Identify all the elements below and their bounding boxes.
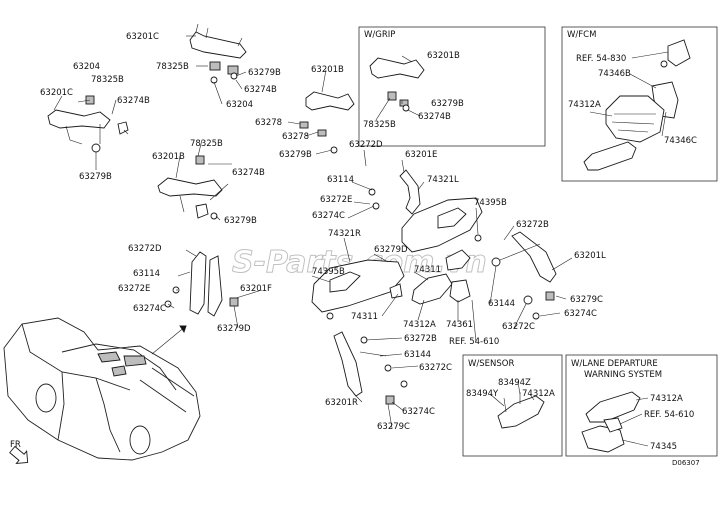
center-left-grip-assembly — [157, 155, 223, 220]
part-label: 63279B — [431, 99, 464, 109]
part-label: 74312A — [522, 389, 555, 399]
part-label: 63274B — [418, 112, 451, 122]
part-label: 63274B — [117, 96, 150, 106]
visor-rod-left — [368, 169, 421, 215]
part-label: 63278 — [282, 132, 309, 142]
part-label: 63272E — [320, 195, 352, 205]
part-label: 63279B — [248, 68, 281, 78]
part-label: 63274B — [232, 168, 265, 178]
part-label: 63279B — [224, 216, 257, 226]
part-label: 63272E — [118, 284, 150, 294]
part-label: 63201L — [574, 251, 606, 261]
fcm-box: W/FCM — [561, 26, 718, 182]
part-label: 63204 — [226, 100, 253, 110]
ldw-mirror — [581, 391, 641, 453]
part-label: 63144 — [404, 350, 431, 360]
orientation-label: FR — [10, 440, 21, 450]
part-label: 63201C — [40, 88, 73, 98]
ldw-box-title-line2: WARNING SYSTEM — [584, 370, 662, 380]
part-label: 63279D — [217, 324, 251, 334]
part-label: 63201B — [152, 152, 185, 162]
part-label: 63201R — [325, 398, 358, 408]
part-label: 63279D — [374, 245, 408, 255]
orientation-indicator: FR — [9, 440, 29, 464]
part-label: 78325B — [363, 120, 396, 130]
truck-illustration — [3, 317, 201, 461]
part-label: 63114 — [133, 269, 160, 279]
part-label: 63274C — [402, 407, 435, 417]
part-label: 63272D — [349, 140, 383, 150]
part-label: 63279C — [377, 422, 410, 432]
part-label: 74312A — [650, 394, 683, 404]
inner-mirror-center — [389, 249, 471, 305]
part-label: 63279B — [279, 150, 312, 160]
part-label: 63274C — [133, 304, 166, 314]
part-label: 74321L — [427, 175, 459, 185]
part-label: 63272C — [419, 363, 452, 373]
part-label: 63201C — [126, 32, 159, 42]
fcm-mirror-assembly — [583, 39, 691, 171]
sensor-box: W/SENSOR — [462, 354, 563, 457]
part-label: REF. 54-610 — [449, 337, 499, 347]
part-labels: 63201C 78325B 63279B 63274B 63204 63204 … — [40, 32, 697, 452]
part-label: 63279C — [570, 295, 603, 305]
part-label: 74346C — [664, 136, 697, 146]
part-label: 63279B — [79, 172, 112, 182]
part-label: 63272B — [404, 334, 437, 344]
part-label: REF. 54-830 — [576, 54, 626, 64]
part-label: 74395B — [312, 267, 345, 277]
part-label: 74312A — [568, 100, 601, 110]
sensor-box-title: W/SENSOR — [468, 359, 514, 369]
sun-visor-right — [311, 259, 405, 320]
part-label: 63144 — [488, 299, 515, 309]
part-label: 63278 — [255, 118, 282, 128]
ldw-box: W/LANE DEPARTURE WARNING SYSTEM — [565, 354, 718, 457]
part-label: REF. 54-610 — [644, 410, 694, 420]
upper-grip-assembly — [189, 23, 247, 84]
part-label: 63114 — [327, 175, 354, 185]
part-label: 78325B — [91, 75, 124, 85]
part-label: 83494Z — [498, 378, 531, 388]
part-label: 74321R — [328, 229, 361, 239]
mid-grip-assembly — [299, 91, 355, 154]
part-label: 74311 — [414, 265, 441, 275]
grip-box-title: W/GRIP — [364, 30, 395, 40]
part-label: 74346B — [598, 69, 631, 79]
truck-callout-arrow — [151, 325, 187, 355]
part-label: 74311 — [351, 312, 378, 322]
part-label: 63274C — [564, 309, 597, 319]
part-label: 74361 — [446, 320, 473, 330]
part-label: 63274C — [312, 211, 345, 221]
truck-arrow-head — [179, 325, 187, 334]
part-label: 83494Y — [466, 389, 499, 399]
part-label: 63274B — [244, 85, 277, 95]
part-label: 63272D — [128, 244, 162, 254]
ldw-box-title-line1: W/LANE DEPARTURE — [571, 359, 658, 369]
part-label: 63201E — [405, 150, 437, 160]
grip-box-parts — [369, 57, 425, 112]
part-label: 63201F — [240, 284, 272, 294]
pillar-trim-lower — [333, 331, 408, 405]
part-label: 63272B — [516, 220, 549, 230]
pillar-trim-right — [491, 231, 557, 320]
part-label: 63201B — [427, 51, 460, 61]
left-grip-assembly — [47, 95, 129, 153]
part-label: 74312A — [403, 320, 436, 330]
part-label: 78325B — [190, 139, 223, 149]
part-label: 74345 — [650, 442, 677, 452]
fcm-box-title: W/FCM — [567, 30, 596, 40]
part-label: 63204 — [73, 62, 100, 72]
part-label: 63201B — [311, 65, 344, 75]
sun-visor-left — [401, 197, 483, 253]
part-label: 74395B — [474, 198, 507, 208]
part-label: 78325B — [156, 62, 189, 72]
diagram-code: D06307 — [672, 459, 700, 467]
part-label: 63272C — [502, 322, 535, 332]
leader-lines — [53, 35, 669, 447]
pillar-trim-left — [164, 251, 239, 317]
grip-box: W/GRIP — [358, 26, 546, 147]
